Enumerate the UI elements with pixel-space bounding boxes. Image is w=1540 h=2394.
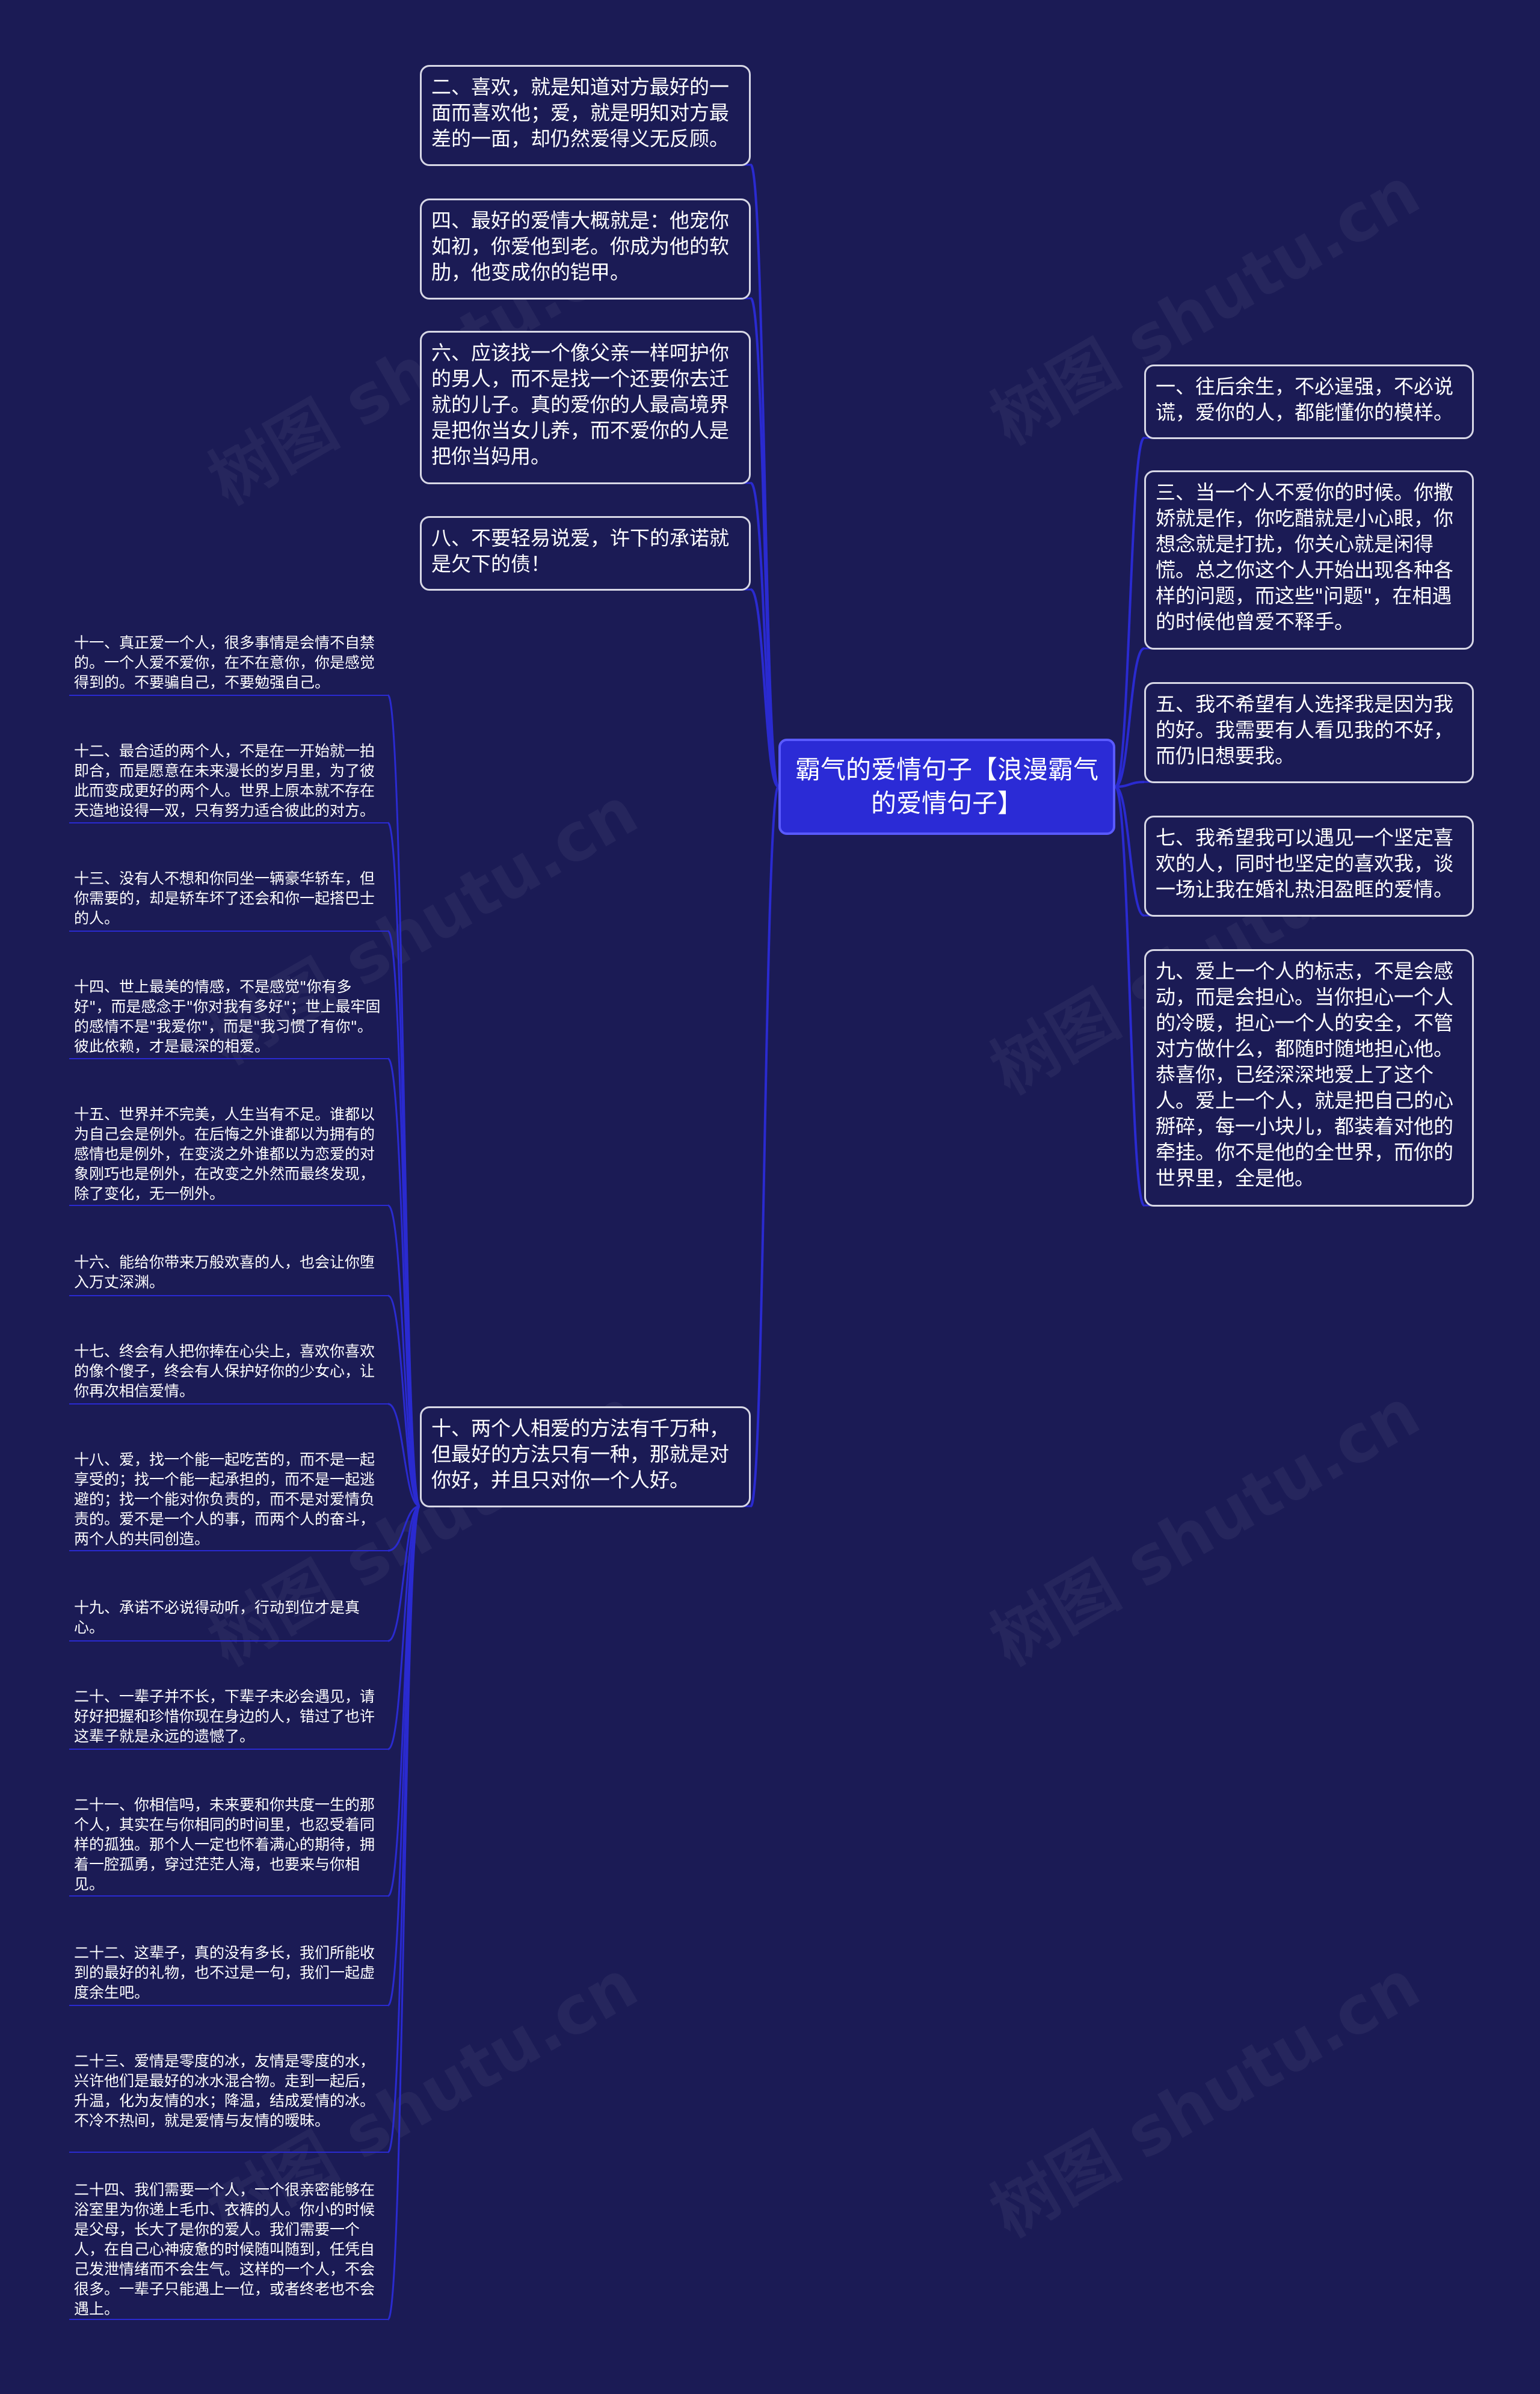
sub-node-19[interactable]: 十九、承诺不必说得动听，行动到位才是真心。 — [74, 1599, 360, 1636]
link-sub-node-20 — [387, 1505, 420, 1750]
branch-node-5[interactable]: 五、我不希望有人选择我是因为我的好。我需要有人看见我的不好，而仍旧想要我。 — [1144, 682, 1474, 783]
sub-node-15[interactable]: 十五、世界并不完美，人生当有不足。谁都以为自己会是例外。在后悔之外谁都以为拥有的… — [74, 1106, 375, 1202]
link-sub-node-15 — [387, 1204, 421, 1507]
sub-node-17[interactable]: 十七、终会有人把你捧在心尖上，喜欢你喜欢的像个傻子，终会有人保护好你的少女心，让… — [74, 1343, 375, 1400]
branch-node-3[interactable]: 三、当一个人不爱你的时候。你撒娇就是作，你吃醋就是小心眼，你想念就是打扰，你关心… — [1144, 470, 1474, 650]
branch-node-2[interactable]: 二、喜欢，就是知道对方最好的一面而喜欢他；爱，就是明知对方最差的一面，却仍然爱得… — [420, 65, 751, 166]
link-sub-node-16 — [387, 1294, 420, 1507]
sub-node-12[interactable]: 十二、最合适的两个人，不是在一开始就一拍即合，而是愿意在未来漫长的岁月里，为了彼… — [74, 742, 375, 819]
link-branch-node-5 — [1115, 781, 1145, 788]
sub-node-23[interactable]: 二十三、爱情是零度的冰，友情是零度的水，兴许他们是最好的冰水混合物。走到一起后，… — [74, 2052, 375, 2129]
link-branch-node-3 — [1115, 647, 1145, 788]
link-branch-node-9 — [1114, 786, 1145, 1207]
branch-node-9[interactable]: 九、爱上一个人的标志，不是会感动，而是会担心。当你担心一个人的冷暖，担心一个人的… — [1144, 949, 1474, 1207]
sub-node-16[interactable]: 十六、能给你带来万般欢喜的人，也会让你堕入万丈深渊。 — [74, 1254, 375, 1291]
branch-node-4[interactable]: 四、最好的爱情大概就是：他宠你如初，你爱他到老。你成为他的软肋，他变成你的铠甲。 — [420, 198, 751, 300]
link-branch-node-4 — [750, 297, 780, 788]
branch-node-6[interactable]: 六、应该找一个像父亲一样呵护你的男人，而不是找一个还要你去迁就的儿子。真的爱你的… — [420, 331, 751, 484]
link-sub-node-18 — [387, 1505, 420, 1552]
root-topic[interactable]: 霸气的爱情句子【浪漫霸气的爱情句子】 — [778, 739, 1115, 835]
link-branch-node-7 — [1115, 786, 1145, 917]
link-sub-node-17 — [387, 1403, 420, 1507]
sub-node-11[interactable]: 十一、真正爱一个人，很多事情是会情不自禁的。一个人爱不爱你，在不在意你，你是感觉… — [74, 634, 375, 691]
link-branch-node-10 — [750, 786, 780, 1507]
link-sub-node-19 — [387, 1505, 420, 1642]
link-sub-node-14 — [387, 1057, 421, 1507]
link-branch-node-1 — [1114, 437, 1145, 788]
sub-node-18[interactable]: 十八、爱，找一个能一起吃苦的，而不是一起享受的；找一个能一起承担的，而不是一起逃… — [74, 1451, 375, 1548]
link-branch-node-8 — [750, 588, 780, 788]
branch-node-8[interactable]: 八、不要轻易说爱，许下的承诺就是欠下的债！ — [420, 516, 751, 591]
sub-node-13[interactable]: 十三、没有人不想和你同坐一辆豪华轿车，但你需要的，却是轿车坏了还会和你一起搭巴士… — [74, 870, 375, 927]
sub-node-21[interactable]: 二十一、你相信吗，未来要和你共度一生的那个人，其实在与你相同的时间里，也忍受着同… — [74, 1796, 375, 1893]
branch-node-1[interactable]: 一、往后余生，不必逞强，不必说谎，爱你的人，都能懂你的模样。 — [1144, 365, 1474, 439]
sub-node-14[interactable]: 十四、世上最美的情感，不是感觉"你有多好"，而是感念于"你对我有多好"；世上最牢… — [74, 978, 381, 1055]
branch-node-10[interactable]: 十、两个人相爱的方法有千万种，但最好的方法只有一种，那就是对你好，并且只对你一个… — [420, 1406, 751, 1507]
link-sub-node-23 — [387, 1505, 421, 2153]
branch-node-7[interactable]: 七、我希望我可以遇见一个坚定喜欢的人，同时也坚定的喜欢我，谈一场让我在婚礼热泪盈… — [1144, 816, 1474, 917]
sub-node-24[interactable]: 二十四、我们需要一个人，一个很亲密能够在浴室里为你递上毛巾、衣裤的人。你小的时候… — [74, 2181, 375, 2318]
link-sub-node-11 — [387, 694, 421, 1507]
sub-node-22[interactable]: 二十二、这辈子，真的没有多长，我们所能收到的最好的礼物，也不过是一句，我们一起虚… — [74, 1944, 375, 2001]
sub-node-20[interactable]: 二十、一辈子并不长，下辈子未必会遇见，请好好把握和珍惜你现在身边的人，错过了也许… — [74, 1688, 375, 1745]
link-sub-node-24 — [387, 1505, 421, 2321]
